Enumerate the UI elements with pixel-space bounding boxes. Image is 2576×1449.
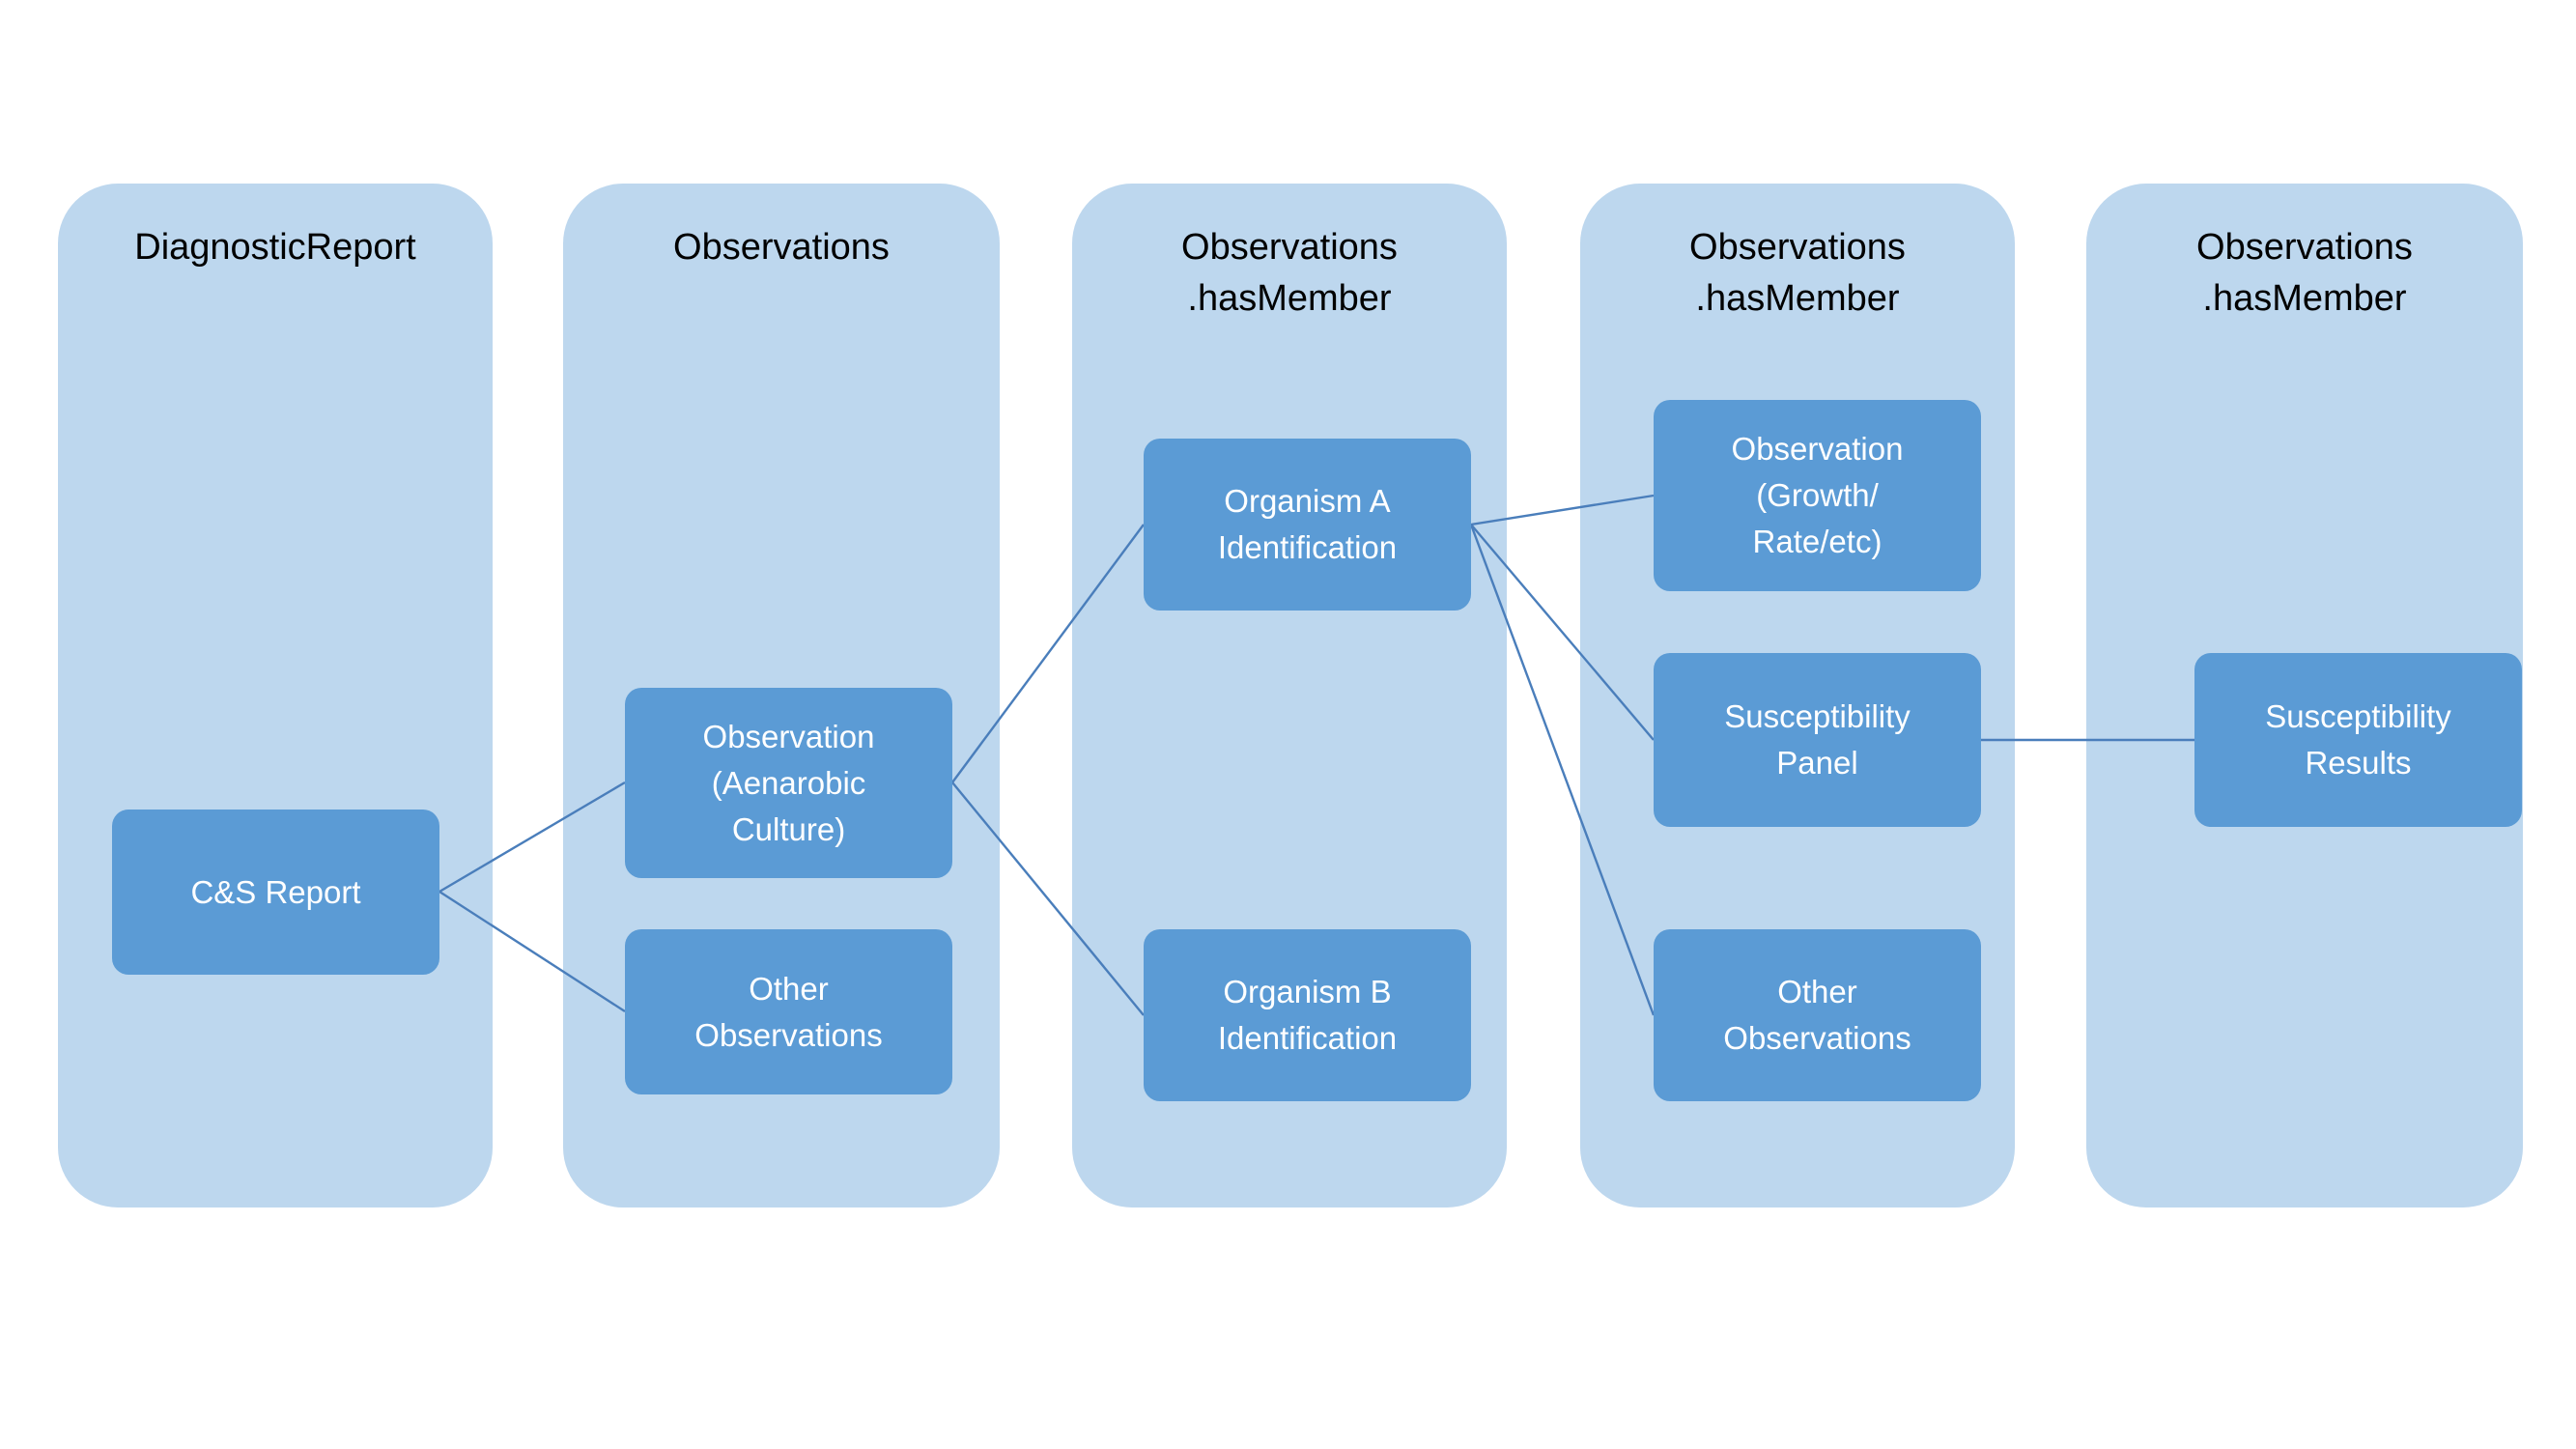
node-observation-aenarobic-culture[interactable]: Observation (Aenarobic Culture) (625, 688, 952, 878)
node-organism-b-identification[interactable]: Organism B Identification (1144, 929, 1471, 1101)
node-susceptibility-results[interactable]: Susceptibility Results (2194, 653, 2522, 827)
node-other-observations-col4[interactable]: Other Observations (1654, 929, 1981, 1101)
node-susceptibility-panel[interactable]: Susceptibility Panel (1654, 653, 1981, 827)
node-other-observations-col2[interactable]: Other Observations (625, 929, 952, 1094)
lane-title-observations-hasmember-2: Observations .hasMember (1689, 227, 1906, 319)
lane-diagnosticreport: DiagnosticReport (58, 184, 493, 1208)
lane-title-observations-hasmember-1: Observations .hasMember (1181, 227, 1398, 319)
lane-title-diagnosticreport: DiagnosticReport (134, 227, 416, 268)
node-observation-growth-rate[interactable]: Observation (Growth/ Rate/etc) (1654, 400, 1981, 591)
node-organism-a-identification[interactable]: Organism A Identification (1144, 439, 1471, 611)
lane-title-observations-hasmember-3: Observations .hasMember (2196, 227, 2413, 319)
node-cs-report[interactable]: C&S Report (112, 810, 439, 975)
lane-title-observations: Observations (673, 227, 890, 268)
